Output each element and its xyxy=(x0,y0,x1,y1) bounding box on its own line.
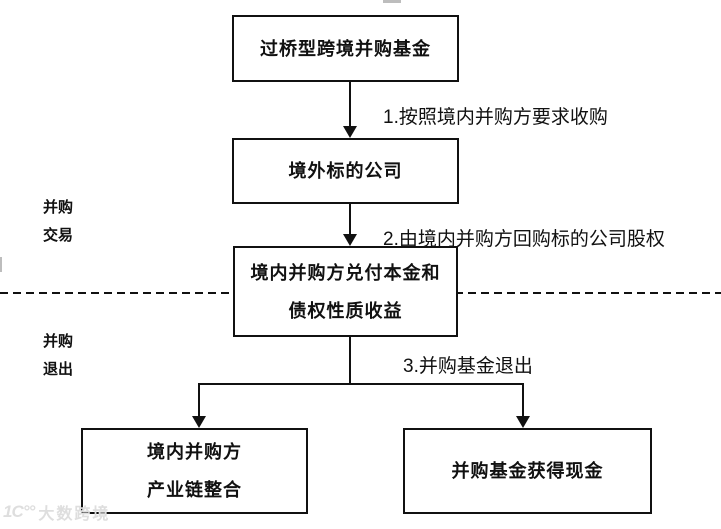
phase-label-ma-transaction-line1: 并购 xyxy=(43,199,74,216)
box-overseas-target-label: 境外标的公司 xyxy=(288,161,403,181)
connector-3-left-arrowhead-icon xyxy=(192,416,206,428)
box-bridge-fund-label: 过桥型跨境并购基金 xyxy=(260,38,431,59)
box-repay-principal-line2: 债权性质收益 xyxy=(288,300,403,321)
top-edge-artifact xyxy=(383,0,401,3)
box-fund-receives-cash-label: 并购基金获得现金 xyxy=(451,461,604,481)
connector-3-branch-line xyxy=(198,383,524,385)
box-bridge-fund: 过桥型跨境并购基金 xyxy=(232,15,459,82)
watermark: 1C°° 大数跨境 xyxy=(3,500,110,524)
box-industry-integration-line1: 境内并购方 xyxy=(147,442,242,462)
step-2-label: 2.由境内并购方回购标的公司股权 xyxy=(383,229,665,250)
box-repay-principal-line1: 境内并购方兑付本金和 xyxy=(250,262,441,283)
connector-3-right-arrowhead-icon xyxy=(516,416,530,428)
phase-label-ma-transaction-line2: 交易 xyxy=(43,227,74,244)
phase-label-ma-exit-line2: 退出 xyxy=(43,361,74,378)
phase-label-ma-transaction: 并购 交易 xyxy=(43,194,73,250)
box-overseas-target: 境外标的公司 xyxy=(232,138,459,204)
step-1-label: 1.按照境内并购方要求收购 xyxy=(383,107,608,128)
box-fund-receives-cash: 并购基金获得现金 xyxy=(403,428,652,514)
phase-label-ma-exit: 并购 退出 xyxy=(43,328,73,384)
watermark-text: 大数跨境 xyxy=(38,506,111,523)
phase-label-ma-exit-line1: 并购 xyxy=(43,333,74,350)
left-edge-artifact xyxy=(0,257,2,272)
connector-2-line xyxy=(349,204,351,235)
connector-3-stem-line xyxy=(349,337,351,385)
connector-1-arrowhead-icon xyxy=(343,126,357,138)
connector-3-left-drop-line xyxy=(198,383,200,417)
connector-2-arrowhead-icon xyxy=(343,234,357,246)
watermark-logo-icon: 1C°° xyxy=(3,502,35,521)
box-industry-integration: 境内并购方 产业链整合 xyxy=(81,428,308,514)
connector-3-right-drop-line xyxy=(522,383,524,417)
box-repay-principal: 境内并购方兑付本金和 债权性质收益 xyxy=(233,246,458,337)
box-industry-integration-line2: 产业链整合 xyxy=(147,480,242,500)
step-3-label: 3.并购基金退出 xyxy=(403,356,533,377)
connector-1-line xyxy=(349,82,351,128)
